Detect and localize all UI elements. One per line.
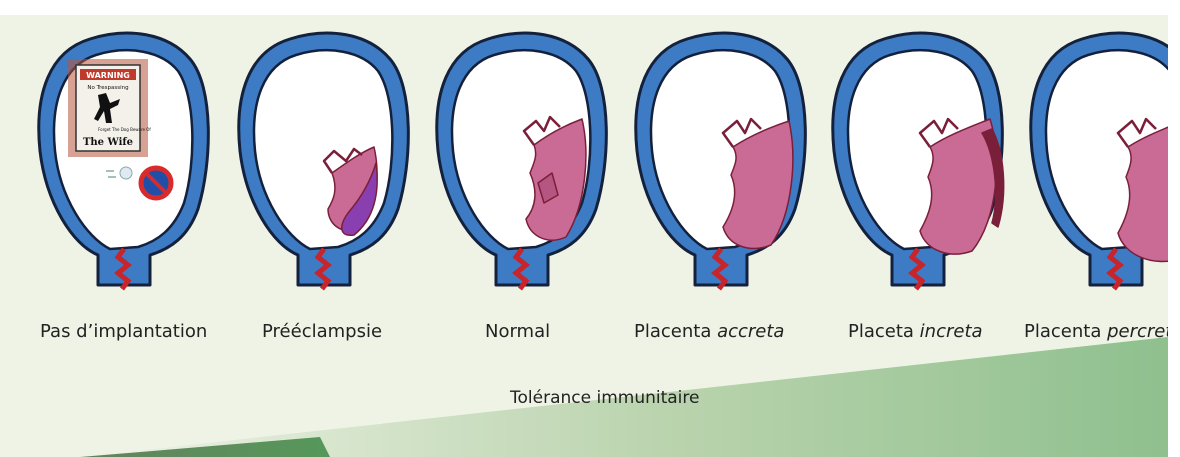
uterus-percreta [1020,23,1168,313]
immune-tolerance-label: Tolérance immunitaire [510,388,699,408]
sign-line-1: No Trespassing [87,85,128,91]
uterus-drawing [426,23,616,313]
uterus-increta [822,23,1012,313]
uterus-drawing [822,23,1012,313]
uterus-preeclampsia [228,23,418,313]
sign-header-text: WARNING [86,71,130,80]
uterus-drawing [228,23,418,313]
stage-label-normal: Normal [485,321,550,342]
right-crop-margin [1168,0,1180,457]
embryo-disc-icon [120,167,132,179]
diagram-panel: WARNING No TrespassingForget The Dog Bewa… [0,15,1168,457]
sign-line-2: Forget The Dog Beware Of [98,127,151,132]
stage-label-preeclampsia: Prééclampsie [262,321,382,342]
stage-label-no-implantation: Pas d’implantation [40,321,207,342]
sign-line-3: The Wife [83,137,133,148]
stage-label-percreta: Placenta percreta [1024,321,1168,342]
uterus-drawing [625,23,815,313]
stage-label-increta: Placeta increta [848,321,983,342]
stage-label-accreta: Placenta accreta [634,321,784,342]
uterus-no-implantation: WARNING No TrespassingForget The Dog Bewa… [28,23,218,313]
uterus-drawing: WARNING No TrespassingForget The Dog Bewa… [28,23,218,313]
uterus-normal [426,23,616,313]
uterus-drawing [1020,23,1168,313]
warning-sign: WARNING No TrespassingForget The Dog Bewa… [76,65,151,151]
uterus-accreta [625,23,815,313]
